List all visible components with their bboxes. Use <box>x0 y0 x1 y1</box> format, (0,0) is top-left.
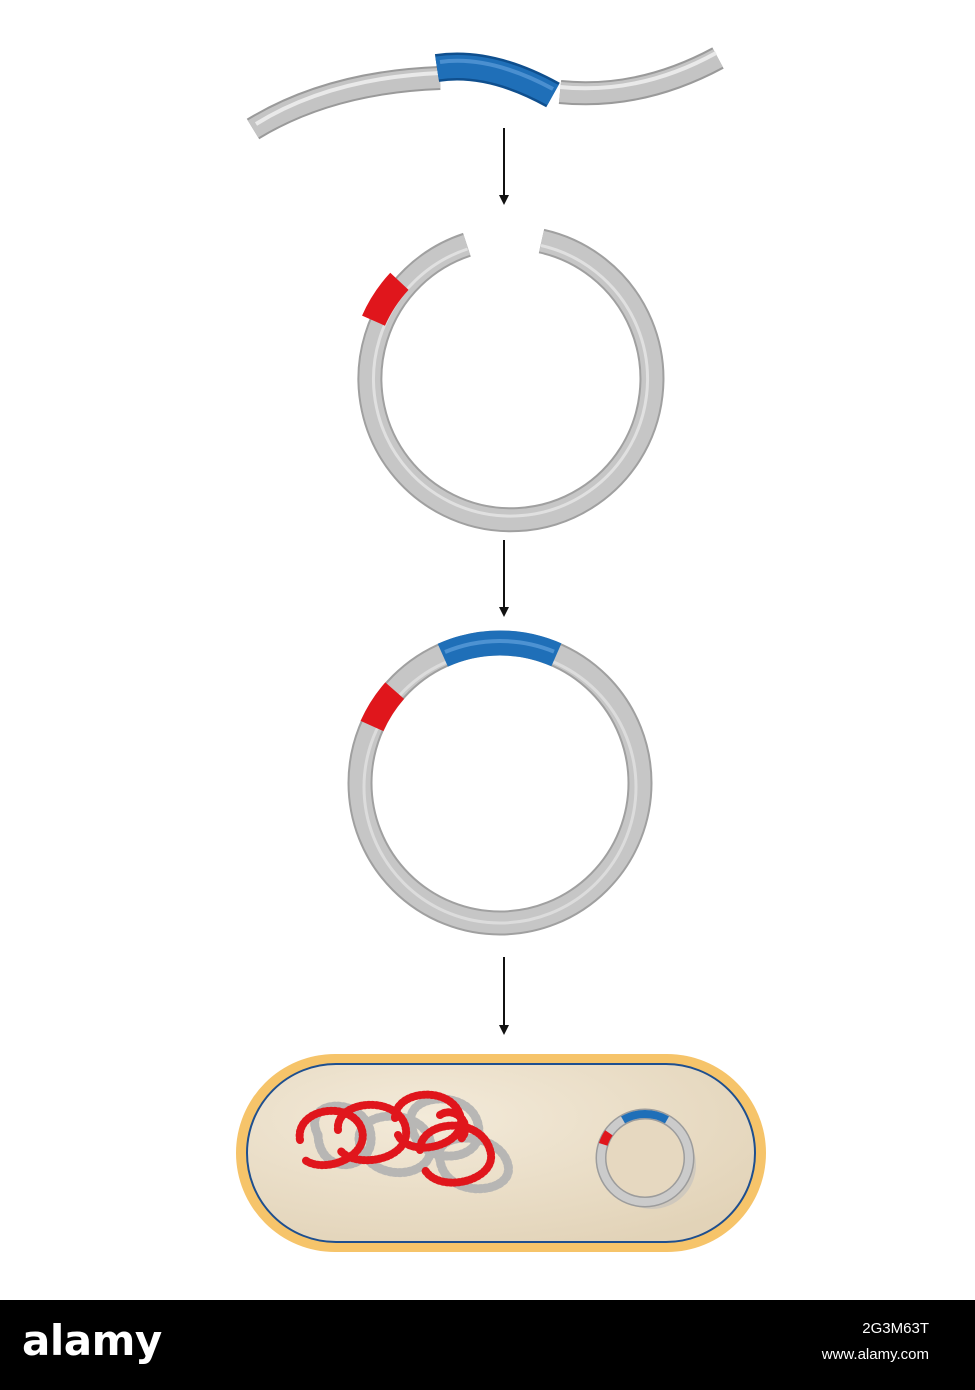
dna-insert <box>434 52 560 108</box>
cloning-diagram <box>236 47 766 1252</box>
recombinant-plasmid <box>347 630 653 936</box>
dna-fragment <box>246 47 724 140</box>
selection-marker <box>362 272 409 327</box>
brand-logo: alamy <box>22 1316 162 1365</box>
dna-segment-left <box>246 66 441 140</box>
bacterial-chromosome <box>295 1090 513 1194</box>
plasmid-insert <box>621 1110 669 1124</box>
dna-segment-right <box>558 47 724 106</box>
image-id: 2G3M63T <box>862 1320 929 1337</box>
bacterial-plasmid <box>595 1108 696 1209</box>
selection-marker <box>598 1130 613 1146</box>
site-url: www.alamy.com <box>821 1346 929 1363</box>
watermark-footer: alamy 2G3M63T www.alamy.com <box>0 1300 975 1390</box>
transformed-bacterium <box>236 1054 766 1252</box>
cut-plasmid <box>357 228 665 533</box>
selection-marker <box>360 682 405 732</box>
